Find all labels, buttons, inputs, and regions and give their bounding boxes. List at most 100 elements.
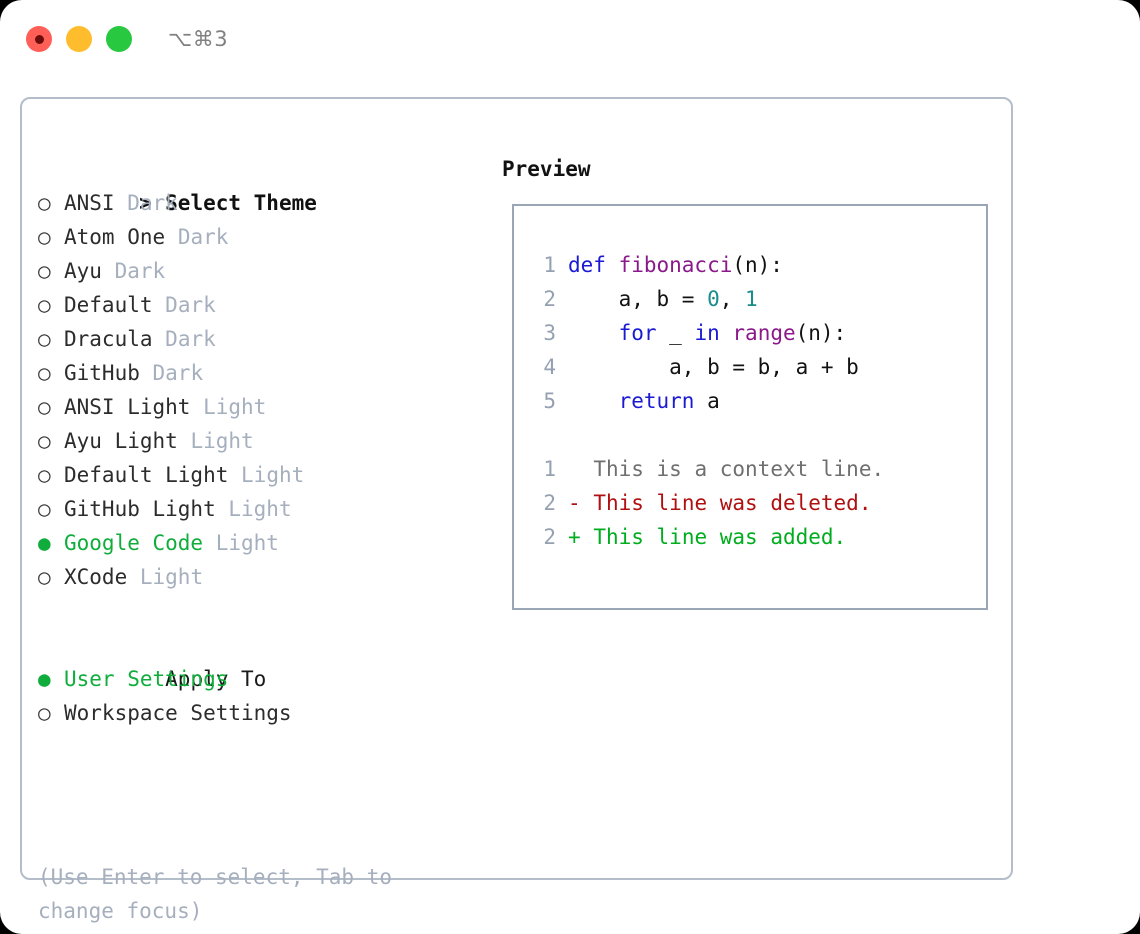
code-token: , bbox=[719, 287, 746, 311]
diff-text: This is a context line. bbox=[593, 457, 885, 481]
radio-unselected-icon: ○ bbox=[38, 225, 51, 249]
close-button[interactable] bbox=[26, 26, 52, 52]
apply-to-label: Workspace Settings bbox=[64, 701, 292, 725]
radio-unselected-icon: ○ bbox=[38, 327, 51, 351]
theme-list-item[interactable]: ○ANSI Light Light bbox=[38, 390, 488, 424]
theme-list-item[interactable]: ●Google Code Light bbox=[38, 526, 488, 560]
theme-variant-tag: Light bbox=[139, 565, 204, 589]
code-token: _ bbox=[656, 321, 695, 345]
theme-list-item[interactable]: ○XCode Light bbox=[38, 560, 488, 594]
theme-name-label: ANSI bbox=[64, 191, 115, 215]
line-number: 1 bbox=[543, 457, 556, 481]
diff-text: This line was added. bbox=[593, 525, 847, 549]
theme-variant-tag: Light bbox=[228, 497, 292, 521]
line-number: 2 bbox=[543, 525, 556, 549]
code-token: a, b = bbox=[568, 287, 708, 311]
code-line: 5 return a bbox=[530, 384, 884, 418]
theme-list-item[interactable]: ○ ANSI Dark bbox=[38, 186, 488, 220]
label-separator bbox=[203, 531, 216, 555]
keyboard-hint-text: (Use Enter to select, Tab to change focu… bbox=[38, 865, 393, 923]
code-token: a bbox=[694, 389, 720, 413]
code-line: 2 a, b = 0, 1 bbox=[530, 282, 884, 316]
theme-variant-tag: Dark bbox=[177, 225, 229, 249]
diff-line: 1 This is a context line. bbox=[530, 452, 884, 486]
theme-name-label: Atom One bbox=[64, 225, 166, 249]
code-token: (n): bbox=[795, 321, 847, 345]
line-number: 3 bbox=[543, 321, 556, 345]
theme-list[interactable]: ○ANSI Dark○Atom One Dark○Ayu Dark○Defaul… bbox=[38, 186, 488, 594]
theme-list-item[interactable]: ○ Dracula Dark bbox=[38, 322, 488, 356]
radio-unselected-icon: ○ bbox=[38, 191, 51, 215]
apply-to-list[interactable]: ●User Settings ○ Workspace Settings bbox=[38, 662, 488, 730]
code-line: 3 for _ in range(n): bbox=[530, 316, 884, 350]
apply-to-header: ○Apply To bbox=[38, 628, 488, 691]
theme-variant-tag: Dark bbox=[165, 327, 216, 351]
radio-selected-icon: ● bbox=[38, 667, 51, 691]
code-token: range bbox=[732, 321, 796, 345]
preview-title: Preview bbox=[502, 157, 591, 181]
minimize-button[interactable] bbox=[66, 26, 92, 52]
theme-list-item[interactable]: ○Ayu Light Light bbox=[38, 424, 488, 458]
zoom-button[interactable] bbox=[106, 26, 132, 52]
theme-list-item[interactable]: ○ Atom One Dark bbox=[38, 220, 488, 254]
theme-name-label: Default Light bbox=[64, 463, 229, 487]
diff-sign-gap bbox=[581, 457, 594, 481]
radio-unselected-icon: ○ bbox=[38, 463, 51, 487]
code-token: return bbox=[618, 389, 695, 413]
code-token: in bbox=[694, 321, 720, 345]
theme-name-label: Ayu Light bbox=[64, 429, 178, 453]
theme-list-item[interactable]: ○ GitHub Dark bbox=[38, 356, 488, 390]
prompt-caret-icon: > bbox=[139, 191, 152, 215]
theme-name-label: GitHub bbox=[64, 361, 140, 385]
title-bar: ⌥⌘3 bbox=[0, 0, 1140, 76]
code-token bbox=[568, 389, 619, 413]
theme-variant-tag: Dark bbox=[165, 293, 216, 317]
code-token: a, b = b, a + b bbox=[568, 355, 859, 379]
list-spacer bbox=[38, 594, 488, 628]
line-number: 4 bbox=[543, 355, 556, 379]
label-separator bbox=[190, 395, 203, 419]
radio-unselected-icon: ○ bbox=[38, 361, 51, 385]
diff-sign-gap bbox=[581, 525, 594, 549]
code-token bbox=[568, 321, 619, 345]
label-separator bbox=[102, 259, 115, 283]
diff-line: 2- This line was deleted. bbox=[530, 486, 884, 520]
theme-list-item[interactable]: ○Ayu Dark bbox=[38, 254, 488, 288]
apply-to-item[interactable]: ○ Workspace Settings bbox=[38, 696, 488, 730]
diff-text: This line was deleted. bbox=[593, 491, 872, 515]
line-number: 1 bbox=[543, 253, 556, 277]
label-separator bbox=[115, 191, 128, 215]
code-token: (n): bbox=[732, 253, 783, 277]
select-theme-header: >Select Theme bbox=[38, 152, 488, 215]
diff-sign-gap bbox=[581, 491, 594, 515]
theme-name-label: Dracula bbox=[64, 327, 153, 351]
theme-variant-tag: Light bbox=[203, 395, 267, 419]
line-number: 5 bbox=[543, 389, 556, 413]
theme-list-item[interactable]: ○GitHub Light Light bbox=[38, 492, 488, 526]
theme-variant-tag: Light bbox=[215, 531, 279, 555]
theme-list-item[interactable]: ○ Default Light Light bbox=[38, 458, 488, 492]
theme-variant-tag: Dark bbox=[127, 191, 178, 215]
label-separator bbox=[165, 225, 178, 249]
theme-name-label: Google Code bbox=[64, 531, 204, 555]
radio-unselected-icon: ○ bbox=[38, 701, 51, 725]
theme-variant-tag: Dark bbox=[114, 259, 166, 283]
code-token: fibonacci bbox=[618, 253, 733, 277]
code-token bbox=[720, 321, 733, 345]
radio-unselected-icon: ○ bbox=[38, 293, 51, 317]
apply-to-title: Apply To bbox=[165, 667, 267, 691]
theme-variant-tag: Light bbox=[241, 463, 305, 487]
diff-sign: - bbox=[568, 491, 581, 515]
theme-variant-tag: Dark bbox=[152, 361, 204, 385]
code-token: 1 bbox=[745, 287, 758, 311]
theme-list-item[interactable]: ○Default Dark bbox=[38, 288, 488, 322]
apply-to-item[interactable]: ●User Settings bbox=[38, 662, 488, 696]
diff-sign: + bbox=[568, 525, 581, 549]
close-icon bbox=[34, 34, 44, 44]
label-separator bbox=[140, 361, 153, 385]
code-token: for bbox=[618, 321, 657, 345]
settings-panel: >Select Theme ○ANSI Dark○Atom One Dark○A… bbox=[20, 97, 1013, 923]
